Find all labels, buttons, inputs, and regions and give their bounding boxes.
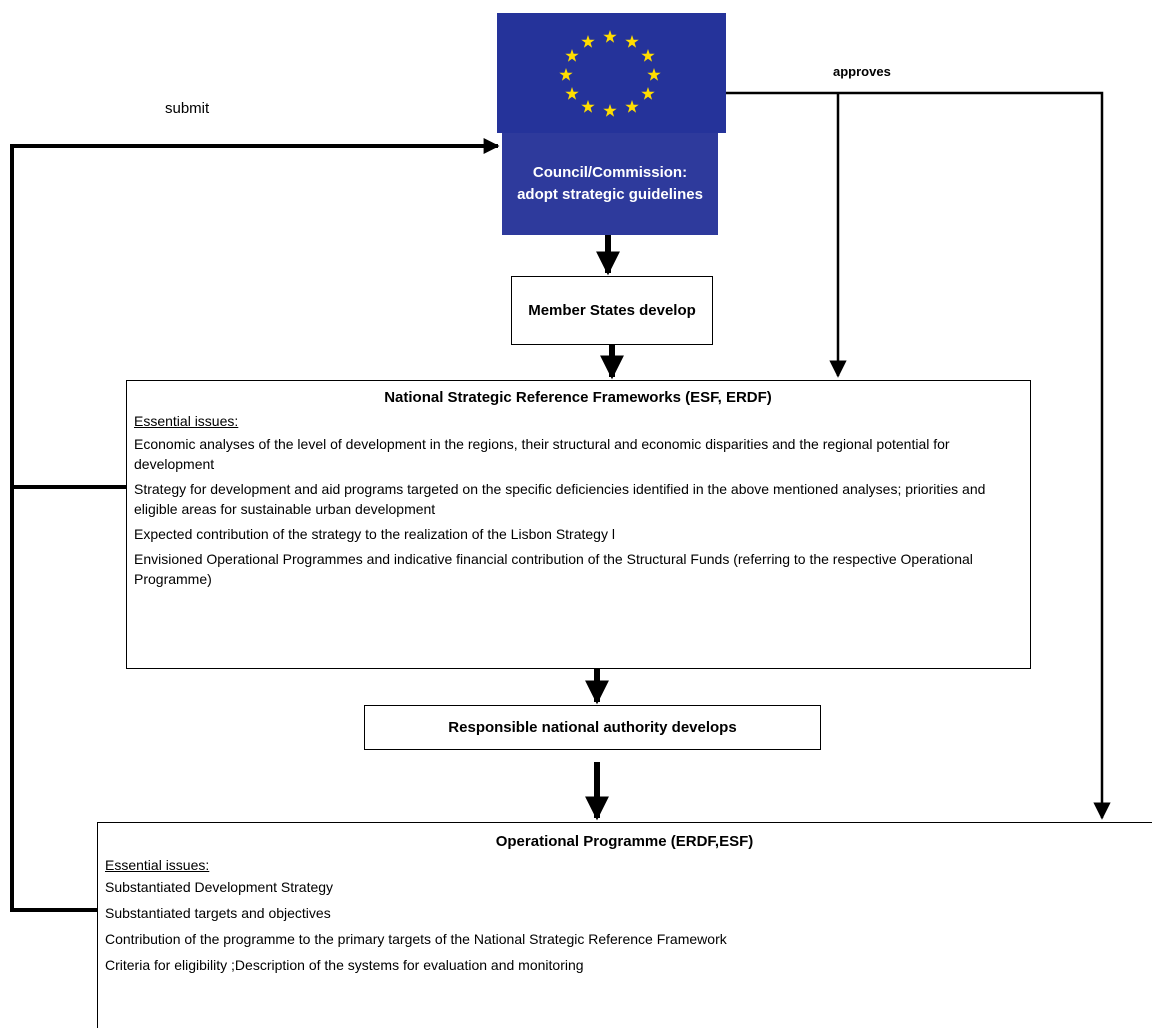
- authority-text: Responsible national authority develops: [448, 719, 737, 736]
- op-item: Substantiated targets and objectives: [105, 905, 331, 921]
- nsrf-box: National Strategic Reference Frameworks …: [126, 380, 1031, 669]
- op-item: Contribution of the programme to the pri…: [105, 931, 727, 947]
- nsrf-title: National Strategic Reference Frameworks …: [384, 389, 772, 406]
- eu-flag: [497, 13, 726, 133]
- star-icon: [641, 49, 655, 62]
- op-item: Criteria for eligibility ;Description of…: [105, 957, 584, 973]
- star-icon: [559, 68, 573, 81]
- approves-label: approves: [833, 64, 891, 79]
- council-commission-box: Council/Commission: adopt strategic guid…: [502, 133, 718, 235]
- star-icon: [565, 87, 579, 100]
- submit-label: submit: [165, 100, 210, 117]
- council-commission-text: Council/Commission: adopt strategic guid…: [517, 164, 703, 203]
- nsrf-item: Envisioned Operational Programmes and in…: [134, 551, 973, 587]
- star-icon: [565, 49, 579, 62]
- approves-line-op: [726, 91, 1111, 820]
- star-icon: [647, 68, 661, 81]
- nsrf-item: Economic analyses of the level of develo…: [134, 436, 950, 472]
- operational-programme-box: Operational Programme (ERDF,ESF) Essenti…: [97, 822, 1152, 1028]
- member-states-box: Member States develop: [511, 276, 713, 345]
- op-title: Operational Programme (ERDF,ESF): [495, 833, 754, 850]
- member-states-text: Member States develop: [528, 301, 696, 319]
- eu-stars-icon: [559, 30, 661, 117]
- star-icon: [603, 104, 617, 117]
- star-icon: [641, 87, 655, 100]
- nsrf-item: Expected contribution of the strategy to…: [134, 526, 615, 542]
- star-icon: [625, 100, 639, 113]
- star-icon: [581, 35, 595, 48]
- nsrf-item: Strategy for development and aid program…: [134, 481, 986, 517]
- op-item: Substantiated Development Strategy: [105, 879, 334, 895]
- nsrf-subtitle: Essential issues:: [134, 413, 239, 429]
- star-icon: [603, 30, 617, 43]
- star-icon: [581, 100, 595, 113]
- authority-box: Responsible national authority develops: [364, 705, 821, 750]
- op-subtitle: Essential issues:: [105, 857, 210, 873]
- star-icon: [625, 35, 639, 48]
- submit-loop-line: [10, 138, 500, 912]
